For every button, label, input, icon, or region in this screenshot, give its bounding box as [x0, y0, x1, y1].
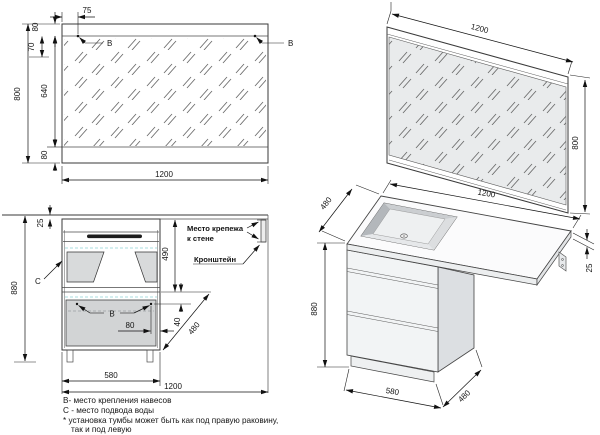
- dim-top-strip: 80: [31, 22, 40, 31]
- countertop-end-face: [536, 229, 572, 287]
- mirror-glass-hatch: [64, 38, 266, 146]
- cabinet-front-face: [346, 249, 439, 373]
- hanger-label-left: B: [107, 39, 112, 48]
- dim-depth-diagonal: 480: [186, 320, 202, 336]
- hanger-label-right: B: [288, 39, 293, 48]
- dim-persp-width: 1200: [477, 188, 497, 200]
- dim-persp-depth: 480: [318, 195, 334, 211]
- vanity-front-view: B 80 490 40 480 880 25 580 1200: [2, 205, 269, 395]
- sink-drain-hole: [402, 235, 406, 237]
- leg-right: [146, 349, 154, 363]
- dim-mirror-persp-width: 1200: [470, 22, 490, 35]
- sink-bowl-left: [66, 251, 105, 283]
- callout-wall-mount-line2: к стене: [187, 234, 214, 243]
- dim-bottom-strip: 80: [40, 150, 49, 159]
- dim-total-width: 1200: [164, 382, 182, 391]
- handle-groove: [87, 234, 142, 239]
- dim-upper-section: 490: [161, 247, 170, 261]
- mount-label: B: [109, 310, 114, 319]
- dim-vanity-height: 880: [10, 281, 19, 295]
- sink-bowl-right: [134, 251, 158, 283]
- support-bracket: [558, 251, 567, 272]
- dim-hanger-y: 70: [27, 42, 36, 51]
- mount-point-right: [149, 302, 153, 306]
- dim-hanger-down: 40: [173, 317, 182, 326]
- drawer-panel: [65, 299, 157, 347]
- dim-hanger-x: 75: [83, 6, 92, 15]
- dim-hanger-side: 80: [126, 321, 135, 330]
- callout-wall-mount-line1: Место крепежа: [187, 224, 244, 233]
- dim-mirror-persp-height: 800: [571, 136, 580, 150]
- hanger-point-right: [253, 34, 257, 38]
- footnote-line1: В- место крепления навесов: [63, 396, 171, 405]
- cabinet-plinth: [350, 355, 435, 383]
- dim-countertop-thickness: 25: [36, 218, 45, 227]
- sink-front-wall: [361, 234, 434, 250]
- footnote-line2: С - место подвода воды: [63, 406, 154, 415]
- mirror-glass-hatch-perspective: [389, 37, 566, 205]
- water-supply-label: C: [35, 277, 41, 286]
- sink-right-wall: [428, 217, 457, 250]
- wall-bracket: [260, 219, 267, 243]
- dim-persp-cabinet-width: 580: [385, 386, 400, 397]
- mirror-perspective-view: 1200 800: [386, 2, 591, 215]
- leg-left: [66, 349, 74, 363]
- dim-persp-height: 880: [310, 302, 319, 316]
- dim-mirror-width: 1200: [155, 170, 173, 179]
- dim-glass-height: 640: [40, 84, 49, 98]
- mirror-frame: [61, 23, 269, 164]
- dim-cabinet-width: 580: [104, 371, 118, 380]
- mount-point-left: [75, 302, 79, 306]
- footnote-line3: * установка тумбы может быть как под пра…: [63, 416, 278, 425]
- dim-persp-countertop-thickness: 25: [585, 263, 594, 272]
- vanity-perspective-view: 480 1200 25 880 580 480: [310, 179, 595, 409]
- footnote-line4: так и под левую: [71, 425, 132, 434]
- dim-persp-cabinet-depth: 480: [456, 388, 472, 404]
- hanger-point-left: [76, 34, 80, 38]
- sink-left-wall: [361, 203, 390, 236]
- footnotes: В- место крепления навесов С - место под…: [63, 396, 278, 434]
- mirror-front-view: B B 75 800 80 70 640 80 1200: [13, 6, 293, 184]
- cabinet-side-face: [437, 266, 475, 373]
- cabinet-outline: [61, 218, 161, 351]
- dim-mirror-height: 800: [13, 87, 22, 101]
- callout-bracket: Кронштейн: [194, 255, 236, 264]
